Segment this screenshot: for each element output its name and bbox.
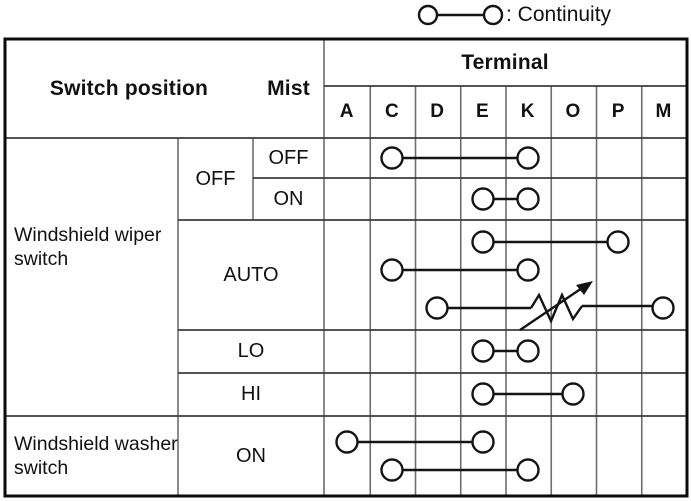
terminal-circle	[380, 258, 404, 282]
continuity-connections	[335, 146, 675, 482]
wiper-position-hi: HI	[241, 383, 261, 405]
mist-off-label: OFF	[268, 146, 309, 169]
terminal-circle	[516, 458, 540, 482]
terminal-circle	[516, 258, 540, 282]
terminal-circle	[471, 339, 495, 363]
terminal-circle	[471, 187, 495, 211]
terminal-header: Terminal	[461, 50, 549, 74]
terminal-circle	[651, 296, 675, 320]
switch-position-header: Switch position	[49, 76, 209, 100]
terminal-letter-c: C	[385, 101, 399, 122]
mist-on-label: ON	[273, 187, 304, 210]
mist-header: Mist	[267, 76, 310, 100]
legend-label: : Continuity	[506, 3, 612, 26]
wiper-switch-label: Windshield wiper switch	[14, 224, 162, 270]
table-grid-lines	[177, 39, 643, 496]
terminal-letter-row: A C D E K O P M	[324, 86, 686, 138]
terminal-circle	[516, 339, 540, 363]
wiper-position-lo: LO	[237, 340, 265, 362]
terminal-circle	[471, 382, 495, 406]
washer-position-on: ON	[236, 444, 266, 467]
wiper-position-auto: AUTO	[223, 263, 279, 286]
variable-resistor-arrow	[519, 285, 586, 331]
terminal-letter-a: A	[339, 101, 354, 122]
variable-resistor-arrowhead	[576, 281, 593, 295]
terminal-letter-o: O	[565, 101, 581, 122]
terminal-circle	[471, 230, 495, 254]
terminal-letter-k: K	[520, 101, 535, 122]
washer-switch-label: Windshield washer switch	[14, 433, 178, 479]
terminal-letter-m: M	[655, 101, 672, 122]
terminal-circle	[516, 187, 540, 211]
terminal-letter-e: E	[476, 101, 489, 122]
table-outer-border	[3, 37, 689, 498]
terminal-letter-p: P	[611, 101, 625, 122]
terminal-circle	[425, 296, 449, 320]
terminal-circle	[606, 230, 630, 254]
terminal-circle	[335, 430, 359, 454]
table-row-lines	[6, 85, 686, 417]
terminal-letter-d: D	[430, 101, 444, 122]
terminal-circle	[380, 458, 404, 482]
continuity-symbol	[417, 4, 504, 26]
terminal-circle	[380, 146, 404, 170]
wiper-position-off: OFF	[195, 167, 236, 190]
terminal-circle	[561, 382, 585, 406]
variable-resistor-zigzag	[529, 292, 583, 324]
terminal-circle	[516, 146, 540, 170]
terminal-circle	[471, 430, 495, 454]
